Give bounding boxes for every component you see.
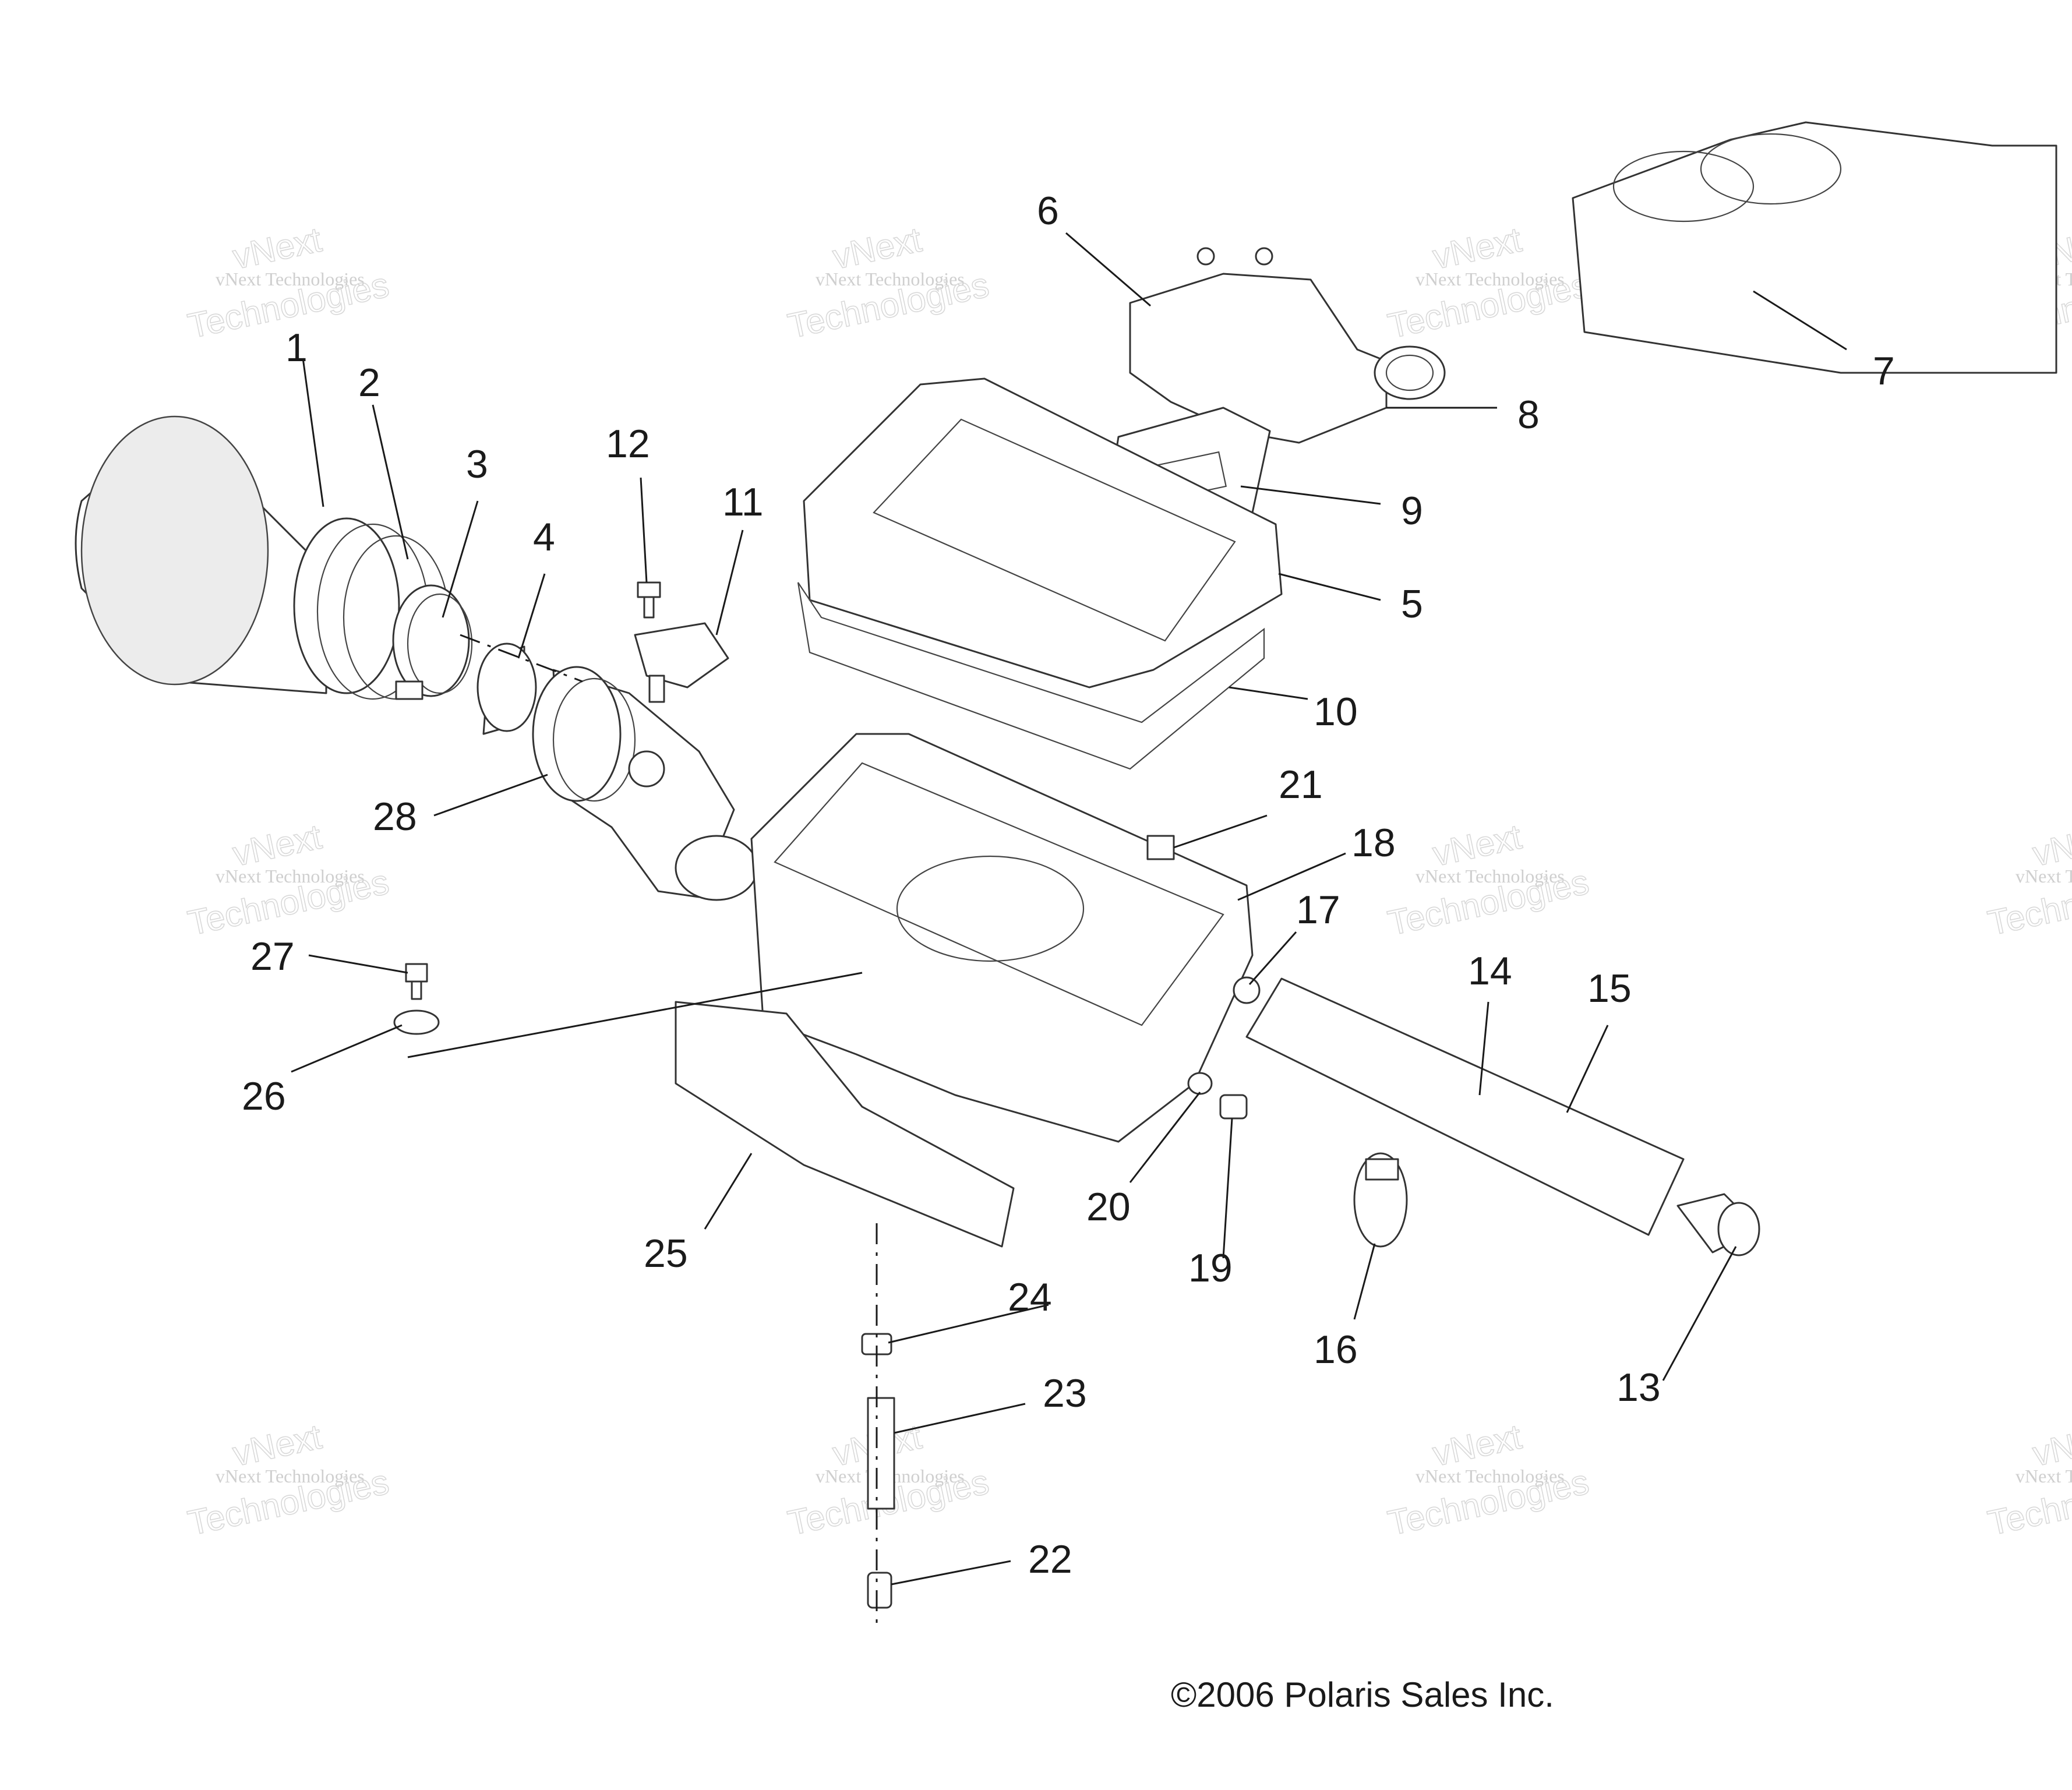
callout-7: 7 <box>1873 349 1895 393</box>
part-hose-clamp <box>1353 1152 1408 1248</box>
callout-2: 2 <box>358 361 380 405</box>
copyright-notice: ©2006 Polaris Sales Inc. <box>1171 1675 1554 1714</box>
part-grommet-20 <box>1187 1072 1213 1095</box>
callout-28: 28 <box>373 795 417 839</box>
watermark-text: vNext Technologies <box>1416 1466 1565 1487</box>
callout-11: 11 <box>722 480 764 524</box>
watermark-text: vNext Technologies <box>816 269 965 289</box>
watermark-text: vNext Technologies <box>1416 269 1565 289</box>
part-airbox <box>750 733 1254 1143</box>
watermark-text: vNext Technologies <box>2015 866 2072 887</box>
part-washer-26 <box>393 1009 440 1035</box>
callout-22: 22 <box>1028 1537 1072 1581</box>
callout-3: 3 <box>466 442 488 486</box>
watermark-text: vNext Technologies <box>216 866 365 887</box>
part-drain-hose-23 <box>867 1397 895 1510</box>
watermark-text: vNext Technologies <box>1416 866 1565 887</box>
part-air-filter <box>75 415 450 700</box>
callout-14: 14 <box>1468 949 1512 993</box>
part-drain-valve-22 <box>867 1572 892 1609</box>
part-screw-12 <box>637 581 661 619</box>
part-airbox-lid <box>803 377 1283 689</box>
watermark-text: vNext <box>2029 817 2072 873</box>
callout-15: 15 <box>1587 966 1632 1011</box>
part-intake-duct <box>1129 273 1446 444</box>
part-grommet-17 <box>1233 976 1261 1004</box>
part-clip-21 <box>1146 835 1175 860</box>
callout-17: 17 <box>1296 888 1340 932</box>
callout-9: 9 <box>1401 489 1423 533</box>
callout-1: 1 <box>285 326 308 370</box>
callout-23: 23 <box>1043 1371 1087 1415</box>
callout-12: 12 <box>606 422 650 466</box>
callout-26: 26 <box>242 1074 286 1118</box>
part-tube-plug <box>1676 1193 1760 1256</box>
callout-27: 27 <box>250 934 295 979</box>
watermark-text: vNext <box>2029 1417 2072 1473</box>
callout-25: 25 <box>644 1231 688 1276</box>
callout-labels: 1 2 3 4 5 6 7 8 9 10 11 12 13 14 15 16 1… <box>242 189 1895 1581</box>
part-drain-tube <box>1245 977 1685 1236</box>
callout-6: 6 <box>1037 189 1059 233</box>
part-grommet-19 <box>1219 1094 1248 1120</box>
callout-4: 4 <box>533 515 555 559</box>
callout-24: 24 <box>1008 1275 1052 1319</box>
part-throttle-body <box>532 666 758 901</box>
callout-10: 10 <box>1314 690 1358 734</box>
part-sensor <box>634 622 729 703</box>
part-plate <box>675 1001 1015 1248</box>
callout-8: 8 <box>1517 393 1540 437</box>
callout-21: 21 <box>1279 762 1323 807</box>
part-sleeve <box>476 642 537 735</box>
callout-18: 18 <box>1351 821 1396 865</box>
callout-16: 16 <box>1314 1328 1358 1372</box>
leader-lines <box>291 232 1847 1586</box>
part-clamp-filter <box>392 584 473 700</box>
watermark-text: vNext Technologies <box>216 269 365 289</box>
callout-20: 20 <box>1086 1185 1131 1229</box>
callout-5: 5 <box>1401 582 1423 626</box>
watermark-text: vNext Technologies <box>216 1466 365 1487</box>
callout-13: 13 <box>1616 1365 1661 1410</box>
part-lid-seal <box>797 582 1265 770</box>
callout-19: 19 <box>1188 1246 1233 1290</box>
part-foam-block <box>1572 121 2057 374</box>
watermark-text: vNext Technologies <box>2015 1466 2072 1487</box>
part-screw-27 <box>405 963 428 1000</box>
